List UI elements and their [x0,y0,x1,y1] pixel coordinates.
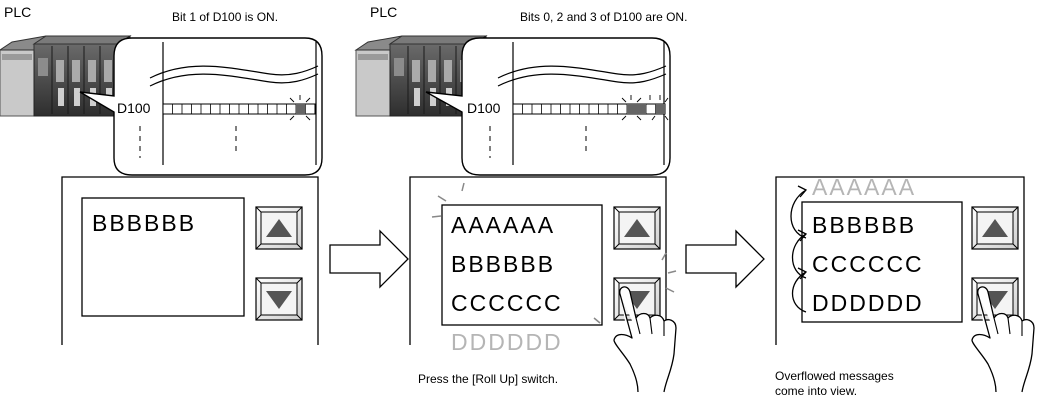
bit-on-marker [636,104,646,114]
message-display [801,201,963,323]
plc-label: PLC [4,4,32,20]
message-line: BBBBBB [451,251,556,277]
d100-bit-row [162,95,316,121]
bit-on-marker [655,104,665,114]
device-label: D100 [467,100,501,116]
roll-arrow-icon [790,185,808,313]
display-frame [775,176,1025,345]
bit-on-marker [627,104,637,114]
message-line: BBBBBB [812,212,917,238]
up-arrow-icon [971,206,1019,250]
panel2 [355,35,677,393]
bit-status-note: Bit 1 of D100 is ON. [172,10,279,24]
hidden-message-line: AAAAAA [812,174,917,200]
panel3 [775,176,1035,393]
display-frame [409,176,667,345]
plc-label: PLC [370,4,398,20]
message-line: AAAAAA [451,212,556,238]
up-arrow-icon [255,206,303,250]
arrow-right-icon [329,230,409,288]
hidden-message-line: DDDDDD [451,329,563,355]
d100-bit-row [512,95,669,121]
step-caption: Press the [Roll Up] switch. [418,372,559,386]
display-frame [61,176,319,345]
message-display [81,197,245,317]
bit-status-note: Bits 0, 2 and 3 of D100 are ON. [520,10,688,24]
message-line: DDDDDD [812,290,924,316]
up-arrow-icon [613,206,661,250]
message-display [441,204,603,326]
arrow-right-icon [685,230,765,288]
message-line: BBBBBB [92,210,197,236]
message-line: CCCCCC [812,251,924,277]
device-label: D100 [117,100,151,116]
bit-on-marker [296,104,306,114]
down-arrow-icon [255,277,303,321]
message-line: CCCCCC [451,290,563,316]
step-caption: Overflowed messages come into view. [775,369,894,398]
panel1 [0,35,323,345]
